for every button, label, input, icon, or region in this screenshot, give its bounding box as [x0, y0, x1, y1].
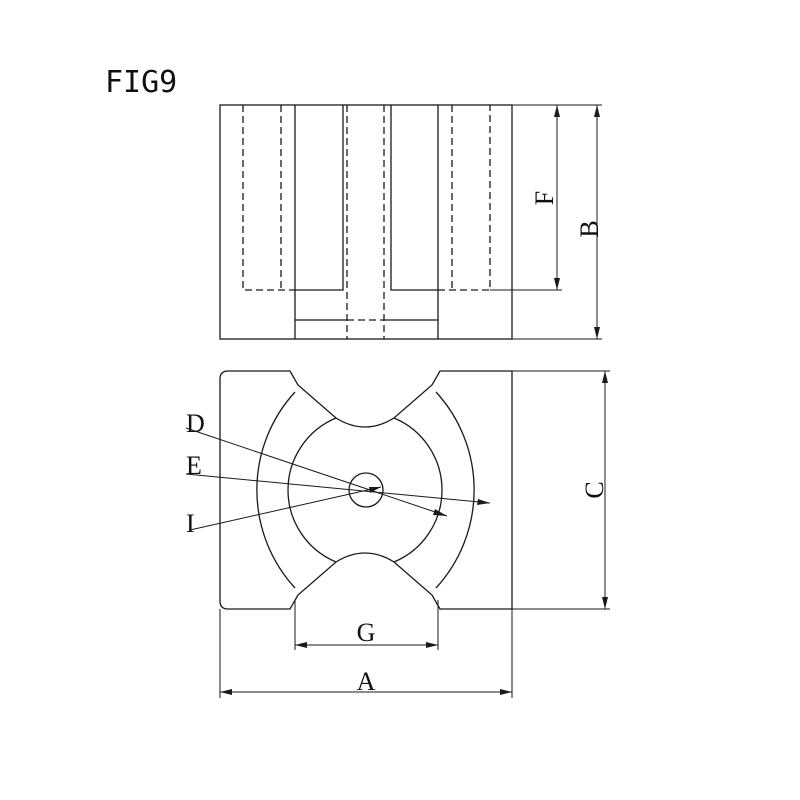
leader-e: [185, 473, 491, 504]
leader-i: [189, 486, 382, 531]
left-slot: [294, 105, 344, 291]
front-view-outline: [219, 370, 513, 610]
leader-d: [185, 427, 448, 517]
right-hidden-slot: [438, 105, 491, 291]
dimension-a-label: A: [357, 667, 376, 696]
dimension-g-label: G: [357, 618, 376, 647]
left-hidden-slot: [242, 105, 295, 291]
dimension-b-label: B: [575, 220, 604, 237]
outer-arc-left: [256, 391, 296, 589]
dimension-c-label: C: [580, 481, 609, 498]
dimension-f-label: F: [530, 191, 559, 205]
top-view-outline: [219, 104, 513, 340]
figure-title: FIG9: [105, 65, 177, 100]
inner-arc-right: [393, 417, 443, 563]
top-view: F B: [219, 104, 604, 340]
dimension-e-label: E: [186, 451, 202, 480]
right-slot: [390, 105, 439, 291]
outer-arc-right: [435, 391, 475, 589]
inner-arc-left: [287, 417, 337, 563]
dimension-d-label: D: [186, 409, 205, 438]
dimension-i-label: I: [186, 509, 195, 538]
front-view: D E I C G A: [185, 370, 610, 698]
